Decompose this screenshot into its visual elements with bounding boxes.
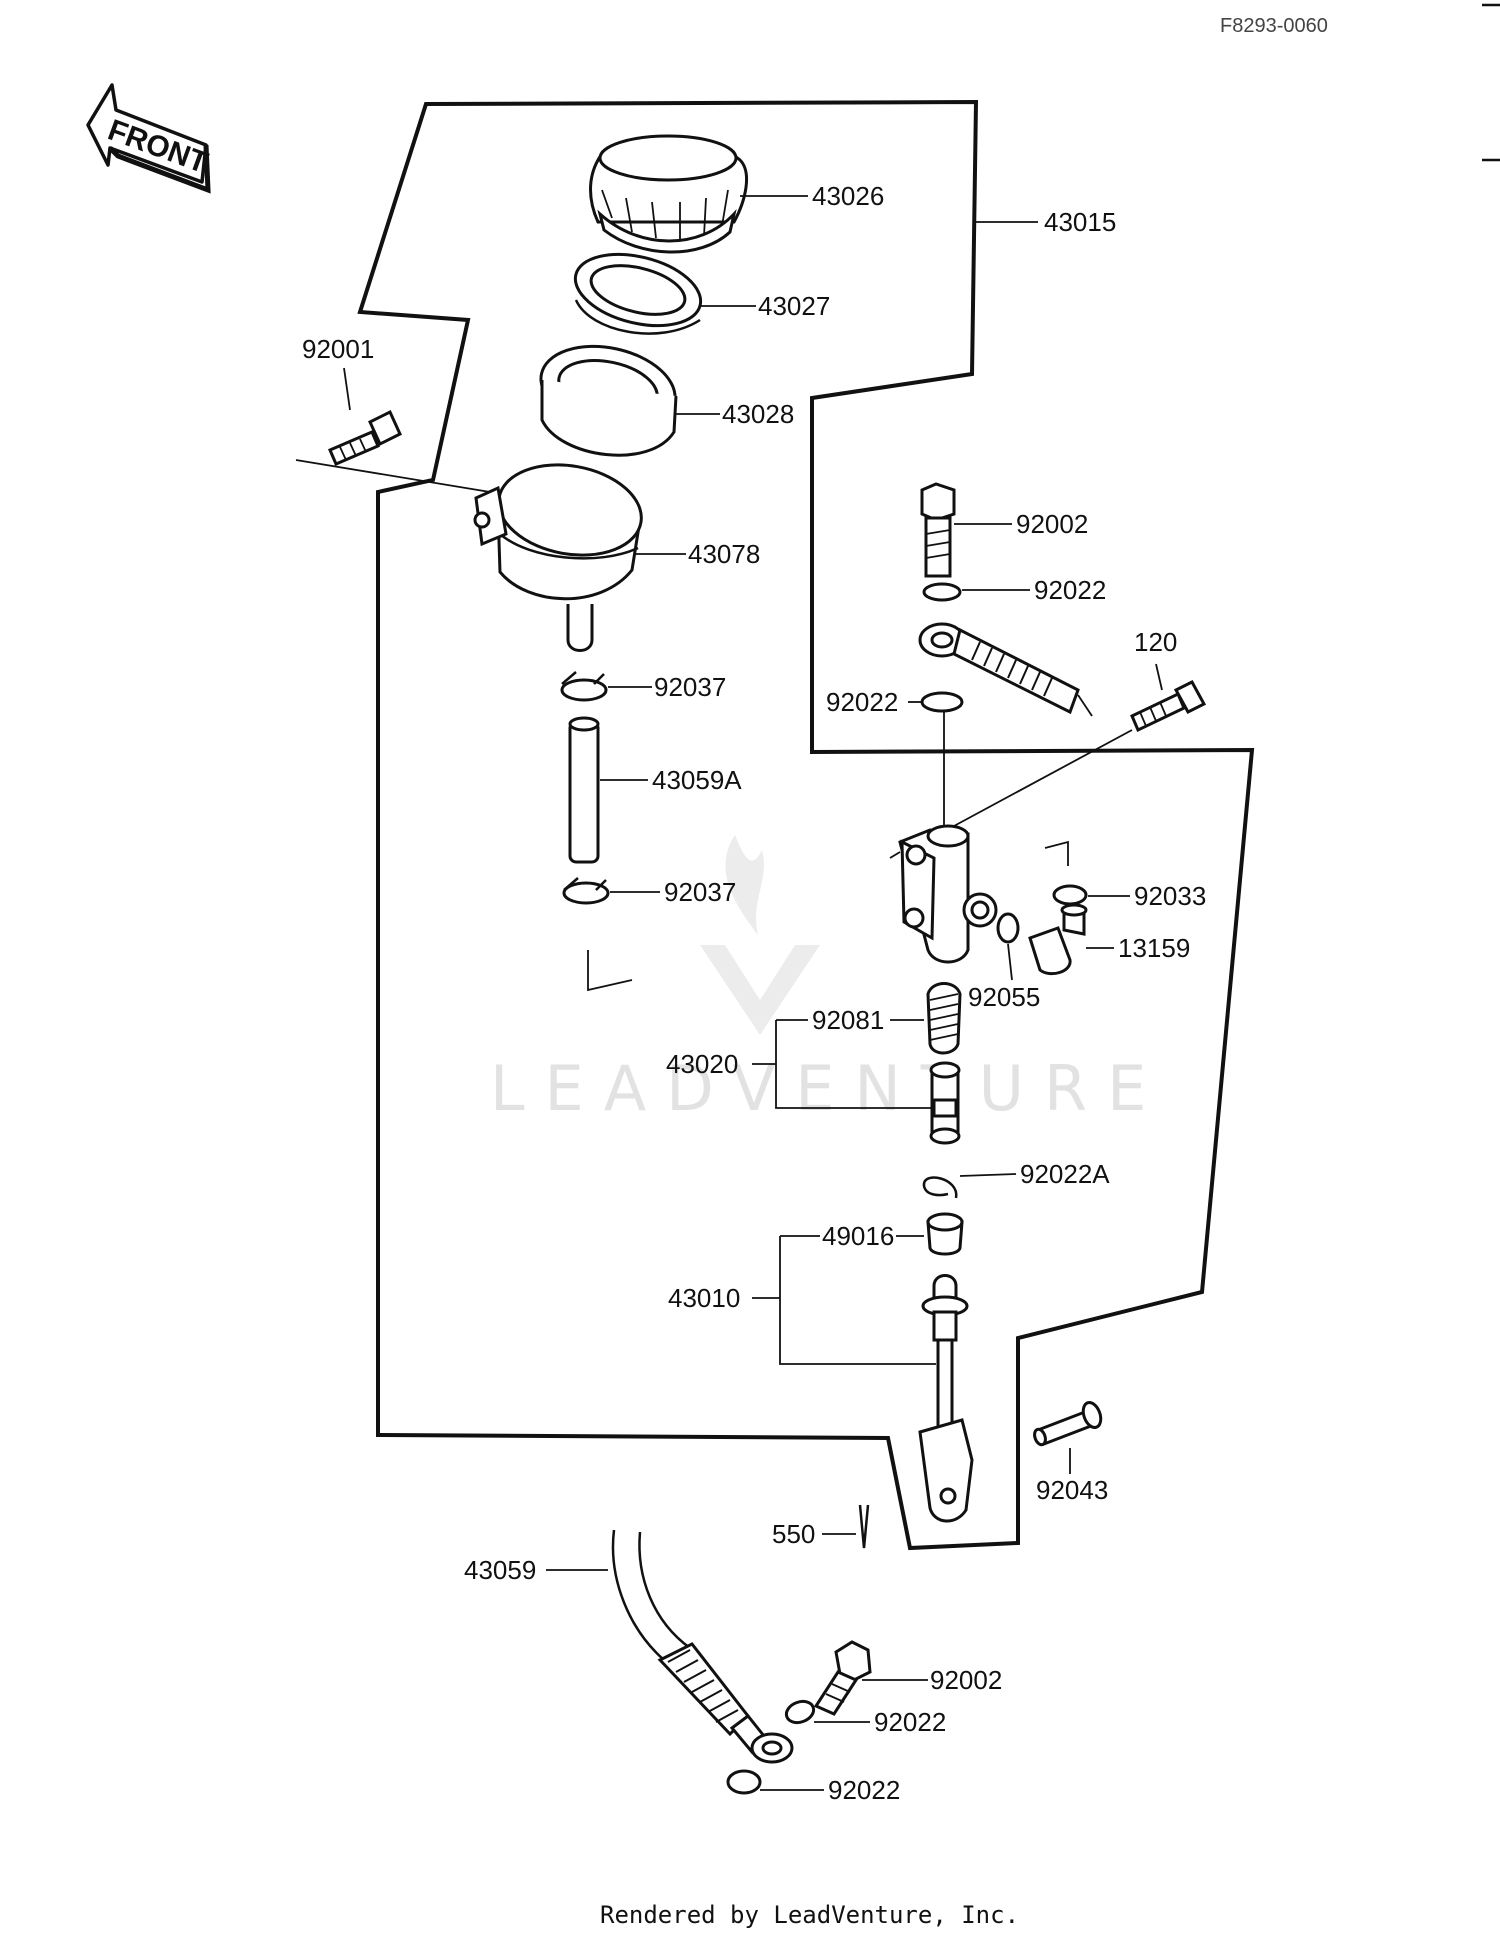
assembly-boundary-43015 <box>357 99 1255 1551</box>
callout-49016: 49016 <box>822 1221 894 1251</box>
brake-hose-43059 <box>611 1529 794 1764</box>
front-arrow-icon: FRONT <box>86 83 212 194</box>
diaphragm-plate-43027 <box>573 252 703 335</box>
callout-92022-c: 92022 <box>874 1707 946 1737</box>
clamp-92037-lower <box>562 877 610 905</box>
callout-43059: 43059 <box>464 1555 536 1585</box>
leader-lines <box>343 195 1163 1791</box>
callout-92022-d: 92022 <box>828 1775 900 1805</box>
callout-13159: 13159 <box>1118 933 1190 963</box>
callout-43027: 43027 <box>758 291 830 321</box>
snap-ring-92022A <box>922 1176 958 1199</box>
dust-boot-49016 <box>926 1212 964 1256</box>
callout-43028: 43028 <box>722 399 794 429</box>
callout-43015: 43015 <box>1044 207 1116 237</box>
cotter-pin-550 <box>858 1504 870 1549</box>
banjo-bolt-92002-bottom <box>813 1640 872 1716</box>
elbow-fitting-13159 <box>1028 903 1088 976</box>
master-cylinder-body <box>889 824 998 964</box>
push-rod-43010 <box>918 1274 974 1523</box>
callout-92001: 92001 <box>302 334 374 364</box>
watermark: LEADVENTURE <box>490 835 1166 1125</box>
diaphragm-43028 <box>539 344 678 457</box>
callout-43010: 43010 <box>668 1283 740 1313</box>
alignment-mark-left <box>587 950 633 992</box>
callout-92043: 92043 <box>1036 1475 1108 1505</box>
spring-92081 <box>926 982 962 1055</box>
callout-92081: 92081 <box>812 1005 884 1035</box>
callout-43078: 43078 <box>688 539 760 569</box>
callout-92002-bottom: 92002 <box>930 1665 1002 1695</box>
callout-92033: 92033 <box>1134 881 1206 911</box>
alignment-mark-right <box>1044 840 1069 866</box>
banjo-fitting-upper <box>918 622 1093 717</box>
circlip-92033 <box>1052 884 1088 906</box>
washer-92022-b <box>920 691 964 713</box>
watermark-text: LEADVENTURE <box>490 1052 1166 1125</box>
o-ring-92055 <box>996 912 1020 944</box>
callout-92022-a: 92022 <box>1034 575 1106 605</box>
diagram-ref-code: F8293-0060 <box>1220 15 1328 37</box>
bolt-92001 <box>295 409 491 493</box>
callout-92055: 92055 <box>968 982 1040 1012</box>
piston-43020 <box>929 1061 961 1145</box>
callout-43020: 43020 <box>666 1049 738 1079</box>
clamp-92037-upper <box>560 671 608 702</box>
washer-92022-a <box>922 582 962 602</box>
washer-92022-d <box>726 1769 762 1795</box>
callout-92002-top: 92002 <box>1016 509 1088 539</box>
washer-92022-c <box>784 1699 816 1725</box>
callout-92037-upper: 92037 <box>654 672 726 702</box>
hose-43059A <box>568 716 600 864</box>
reservoir-43078 <box>473 463 643 652</box>
bolt-120 <box>953 680 1207 827</box>
callout-92037-lower: 92037 <box>664 877 736 907</box>
clevis-pin-92043 <box>1033 1400 1103 1447</box>
callout-43059A: 43059A <box>652 765 742 795</box>
callout-550: 550 <box>772 1519 815 1549</box>
banjo-bolt-92002-top <box>920 482 956 578</box>
reservoir-cap-43026 <box>589 134 748 254</box>
callout-92022A: 92022A <box>1020 1159 1110 1189</box>
callout-92022-b: 92022 <box>826 687 898 717</box>
callout-120: 120 <box>1134 627 1177 657</box>
footer-credit: Rendered by LeadVenture, Inc. <box>600 1901 1019 1929</box>
callout-43026: 43026 <box>812 181 884 211</box>
